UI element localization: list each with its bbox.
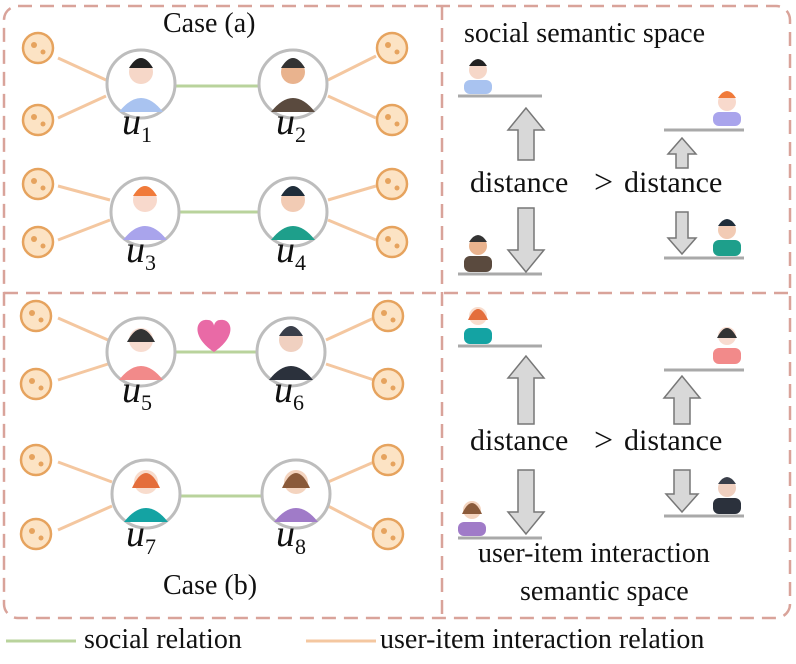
arrow-up-icon (506, 106, 546, 161)
label-u6: u6 (274, 369, 304, 415)
distance-left-top: distance (470, 166, 569, 199)
label-u5: u5 (122, 369, 152, 415)
social-space-panel (458, 59, 744, 276)
label-u1: u1 (122, 101, 152, 147)
arrow-down-icon (664, 469, 700, 514)
frame (2, 4, 792, 620)
cake-icon (375, 167, 409, 201)
meat-icon (21, 31, 55, 65)
avatar-u3 (109, 176, 181, 248)
milk-carton-icon (371, 517, 405, 551)
pizza-icon (19, 443, 53, 477)
avatar-u6 (255, 316, 327, 388)
distance-left-bottom: distance (470, 424, 569, 457)
avatar-u2 (257, 48, 329, 120)
avatar-u4 (257, 176, 329, 248)
cake-icon (21, 167, 55, 201)
label-u4: u4 (276, 229, 306, 275)
arrow-down-icon (666, 211, 698, 256)
mini-avatar-u7 (464, 307, 492, 344)
avatar-u8 (260, 458, 332, 530)
distance-right-bottom: distance (624, 424, 723, 457)
social-space-title: social semantic space (464, 18, 706, 49)
legend-social-label: social relation (84, 624, 242, 655)
heart-icon (197, 319, 231, 352)
pudding-icon (371, 367, 405, 401)
mini-avatar-u6 (713, 477, 741, 514)
greater-sign-bottom: > (594, 422, 614, 459)
interaction-space-title-line2: semantic space (520, 576, 689, 607)
greater-sign-top: > (594, 164, 614, 201)
pudding-icon (19, 367, 53, 401)
avatar-u5 (105, 316, 177, 388)
label-u2: u2 (276, 101, 306, 147)
orange-icon (21, 225, 55, 259)
case-b-graph (19, 299, 405, 551)
arrow-up-icon (666, 136, 698, 169)
pizza-icon (371, 443, 405, 477)
avatar-u1 (105, 48, 177, 120)
orange-icon (375, 225, 409, 259)
bun-icon (375, 31, 409, 65)
candy-icon (375, 103, 409, 137)
legend-interaction-label: user-item interaction relation (380, 624, 705, 655)
label-u8: u8 (276, 513, 306, 559)
label-u3: u3 (126, 229, 156, 275)
label-u7: u7 (126, 513, 156, 559)
milk-carton-icon (19, 517, 53, 551)
avatar-u7 (110, 458, 182, 530)
arrow-down-icon (506, 207, 546, 274)
fries-icon (21, 103, 55, 137)
mini-avatar-u5 (713, 327, 741, 364)
interaction-space-title-line1: user-item interaction (478, 538, 710, 569)
jar-icon (371, 299, 405, 333)
case-a-title: Case (a) (163, 8, 256, 39)
arrow-down-icon (506, 469, 546, 536)
case-b-title: Case (b) (163, 570, 258, 601)
arrow-up-icon (662, 374, 702, 425)
case-a-graph (21, 31, 409, 259)
interaction-space-panel (458, 307, 744, 540)
mini-avatar-u3 (713, 91, 741, 126)
mini-avatar-u4 (713, 219, 741, 256)
arrow-up-icon (506, 354, 546, 425)
mini-avatar-u8 (458, 501, 486, 536)
jar-icon (19, 299, 53, 333)
distance-right-top: distance (624, 166, 723, 199)
mini-avatar-u1 (464, 59, 492, 94)
mini-avatar-u2 (464, 235, 492, 272)
